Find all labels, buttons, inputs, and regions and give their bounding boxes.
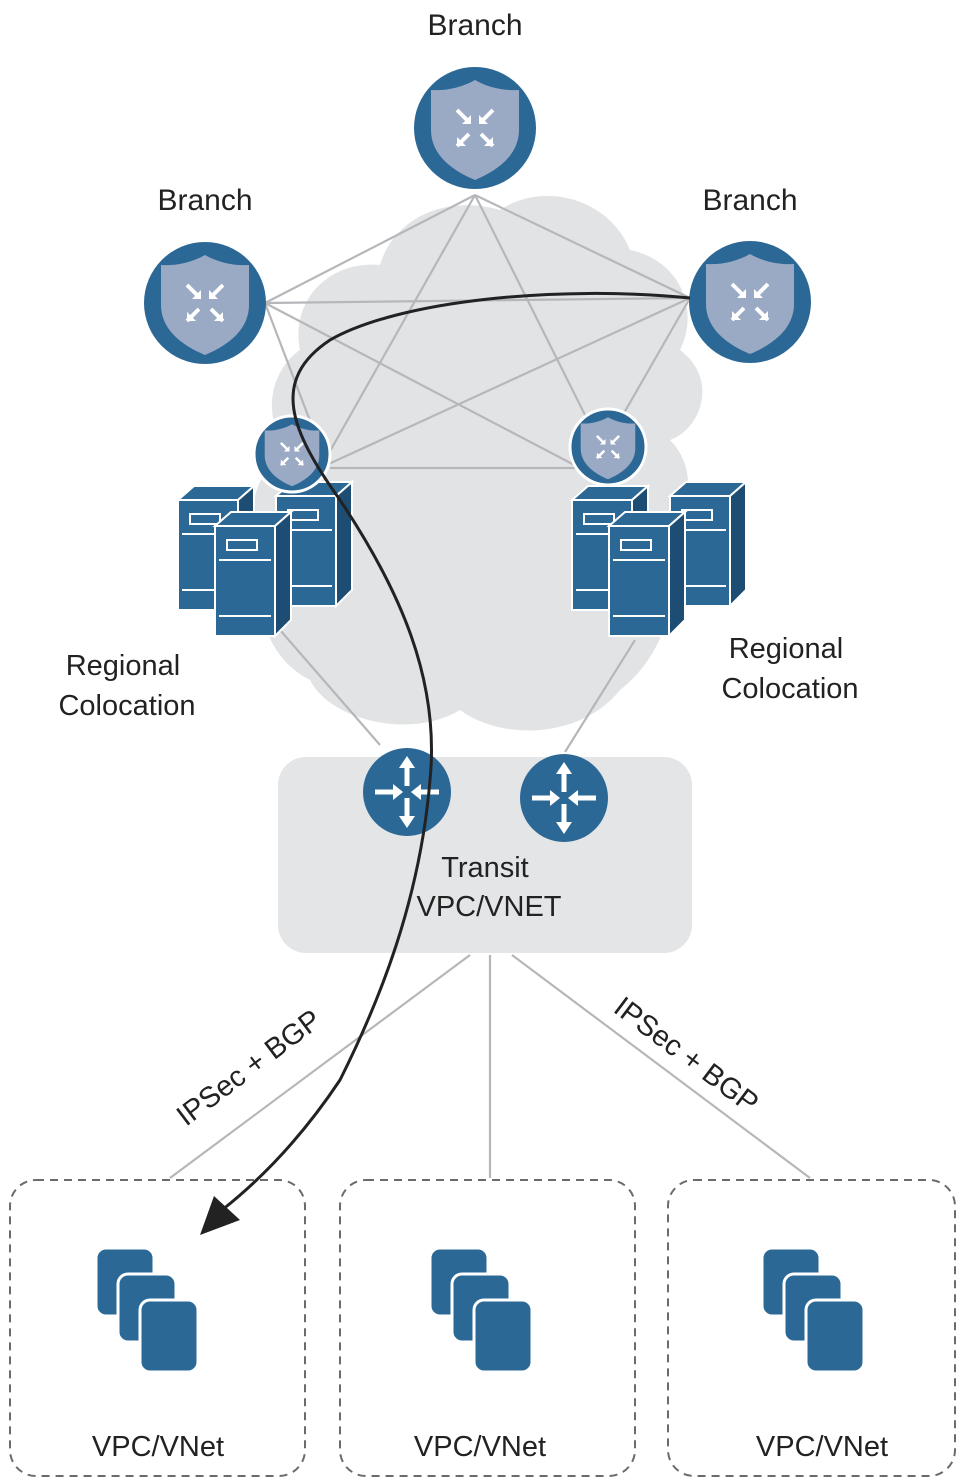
- colocation-right-router: [568, 407, 648, 487]
- transit-router-right-icon: [520, 754, 608, 842]
- ipsec-bgp-right-label: IPSec + BGP: [608, 991, 764, 1120]
- mesh-links: [263, 194, 691, 753]
- spoke-links: [169, 954, 811, 1179]
- ipsec-bgp-left-label: IPSec + BGP: [171, 1004, 327, 1133]
- vpc-left-box: VPC/VNet: [9, 1179, 306, 1477]
- branch-right-node: [689, 241, 811, 363]
- path-arrowhead: [200, 1196, 240, 1235]
- branch-right-label: Branch: [702, 184, 797, 217]
- branch-top-label: Branch: [427, 9, 522, 42]
- colocation-left-router: [252, 414, 332, 494]
- colocation-right-label: Regional Colocation: [721, 633, 858, 705]
- stacked-instances-icon: [428, 1246, 534, 1374]
- vpc-middle-label: VPC/VNet: [414, 1431, 546, 1463]
- vpc-right-box: VPC/VNet: [667, 1179, 956, 1477]
- vpc-left-label: VPC/VNet: [92, 1431, 224, 1463]
- branch-left-label: Branch: [157, 184, 252, 217]
- transit-router-left-icon: [363, 748, 451, 836]
- traffic-path: [200, 291, 691, 1235]
- stacked-instances-icon: [94, 1246, 200, 1374]
- branch-top-node: [414, 67, 536, 189]
- vpc-middle-box: VPC/VNet: [339, 1179, 636, 1477]
- branch-left-node: [144, 242, 266, 364]
- server-tower-icon: [214, 511, 292, 637]
- vpc-right-label: VPC/VNet: [756, 1431, 888, 1463]
- transit-label: Transit VPC/VNET: [416, 852, 561, 923]
- server-tower-icon: [608, 511, 686, 637]
- stacked-instances-icon: [760, 1246, 866, 1374]
- colocation-left-label: Regional Colocation: [58, 650, 195, 722]
